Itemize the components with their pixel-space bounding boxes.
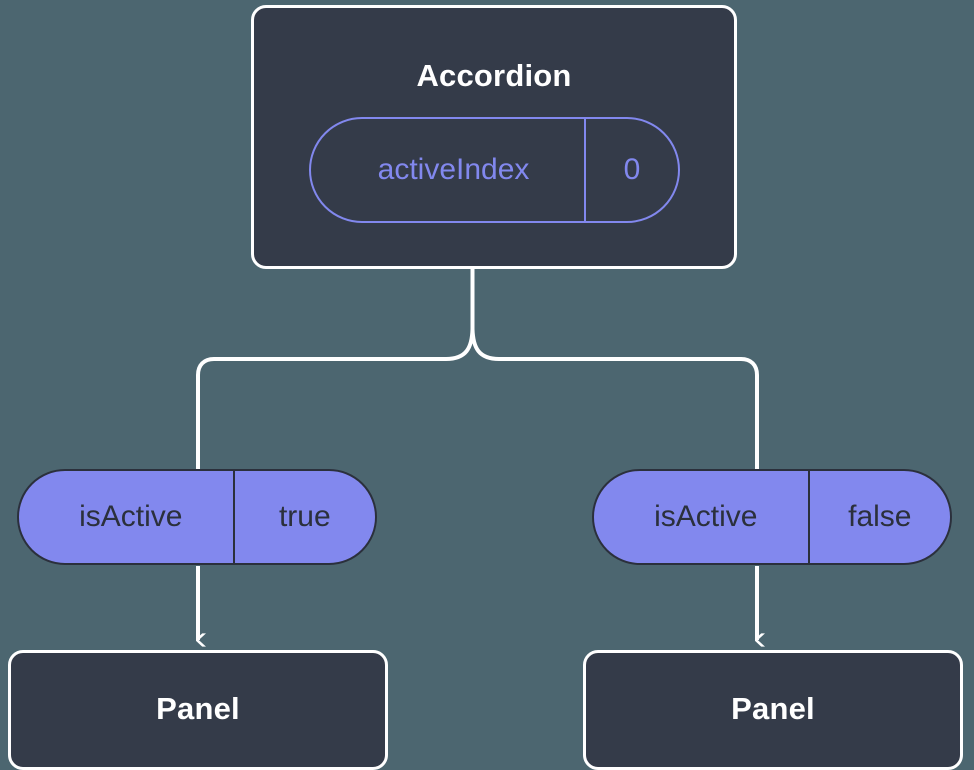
prop-pill-is-active-false-value: false [807, 471, 950, 563]
state-pill-active-index-key: activeIndex [377, 153, 530, 186]
prop-pill-is-active-false[interactable]: isActive false [592, 469, 952, 565]
prop-pill-is-active-true-value: true [232, 471, 375, 563]
edge-branch-right [470, 327, 759, 471]
node-panel-right-label: Panel [731, 690, 815, 726]
edge-branch-left [196, 327, 475, 471]
node-panel-right[interactable]: Panel [583, 650, 963, 770]
state-pill-active-index[interactable]: activeIndex 0 [309, 117, 680, 223]
node-panel-left-label: Panel [156, 690, 240, 726]
node-panel-left[interactable]: Panel [8, 650, 388, 770]
node-accordion-label: Accordion [416, 58, 572, 93]
prop-pill-is-active-false-key: isActive [654, 500, 758, 533]
prop-pill-is-active-true[interactable]: isActive true [17, 469, 377, 565]
state-pill-active-index-value: 0 [584, 119, 678, 221]
prop-pill-is-active-true-key: isActive [79, 500, 183, 533]
